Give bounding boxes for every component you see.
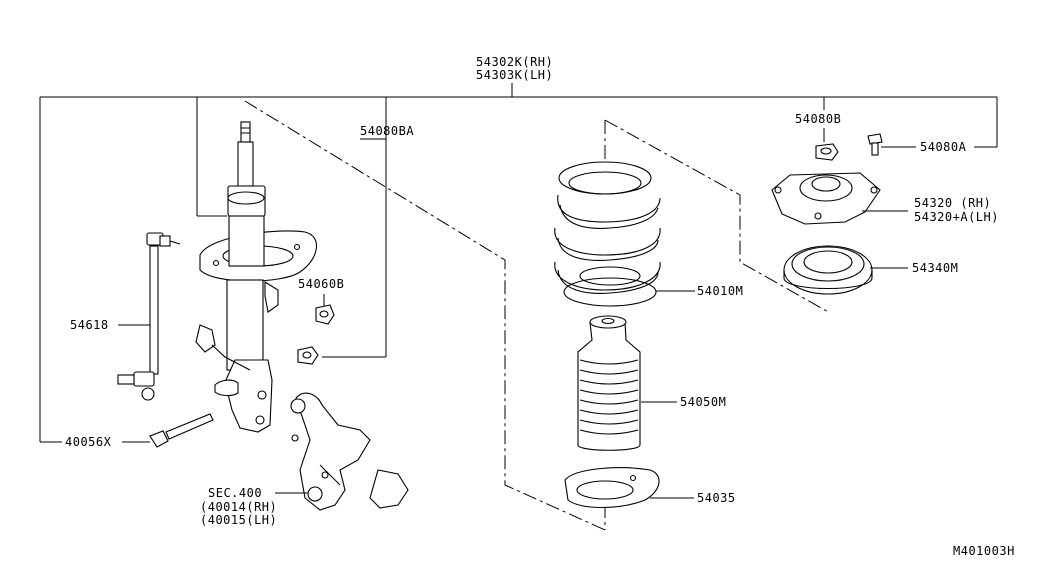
nut-54060b[interactable] (315, 304, 335, 325)
coil-spring[interactable] (554, 161, 661, 307)
label-knuckle-rh: (40014(RH) (200, 500, 277, 514)
label-mount-rh: 54320 (RH) (914, 196, 991, 210)
label-mount-lh: 54320+A(LH) (914, 210, 999, 224)
label-mount-nut-54080ba: 54080BA (360, 124, 414, 138)
label-lower-seat-54035: 54035 (697, 491, 736, 505)
bolt-40056x[interactable] (149, 413, 214, 448)
label-bound-bumper-54050m: 54050M (680, 395, 726, 409)
label-nut-54060b: 54060B (298, 277, 344, 291)
strut-assembly-bracket (39, 83, 998, 443)
part-labels: 54302K(RH) 54303K(LH) 54080BA 54080B 540… (65, 55, 1015, 558)
label-knuckle-lh: (40015(LH) (200, 513, 277, 527)
leader-lines (118, 138, 916, 499)
label-spring-54010m: 54010M (697, 284, 743, 298)
label-strut-rh: 54302K(RH) (476, 55, 553, 69)
strut-bearing[interactable] (783, 245, 873, 295)
lower-spring-seat[interactable] (564, 467, 660, 509)
bound-bumper[interactable] (577, 315, 641, 451)
stabilizer-link[interactable] (117, 232, 181, 401)
label-bolt-40056x: 40056X (65, 435, 112, 449)
label-nut-54080b: 54080B (795, 112, 841, 126)
strut-assembly[interactable] (195, 121, 317, 433)
label-section-ref: SEC.400 (208, 486, 262, 500)
label-stabilizer-link-54618: 54618 (70, 318, 109, 332)
label-bearing-54340m: 54340M (912, 261, 958, 275)
diagram-code: M401003H (953, 544, 1015, 558)
bolt-54080a[interactable] (867, 133, 883, 156)
label-bolt-54080a: 54080A (920, 140, 967, 154)
nut-54080ba[interactable] (297, 346, 319, 365)
nut-54080b[interactable] (815, 143, 839, 161)
strut-mount-insulator[interactable] (771, 172, 881, 225)
steering-knuckle[interactable] (290, 392, 409, 511)
alignment-lines (244, 100, 831, 531)
label-strut-lh: 54303K(LH) (476, 68, 553, 82)
